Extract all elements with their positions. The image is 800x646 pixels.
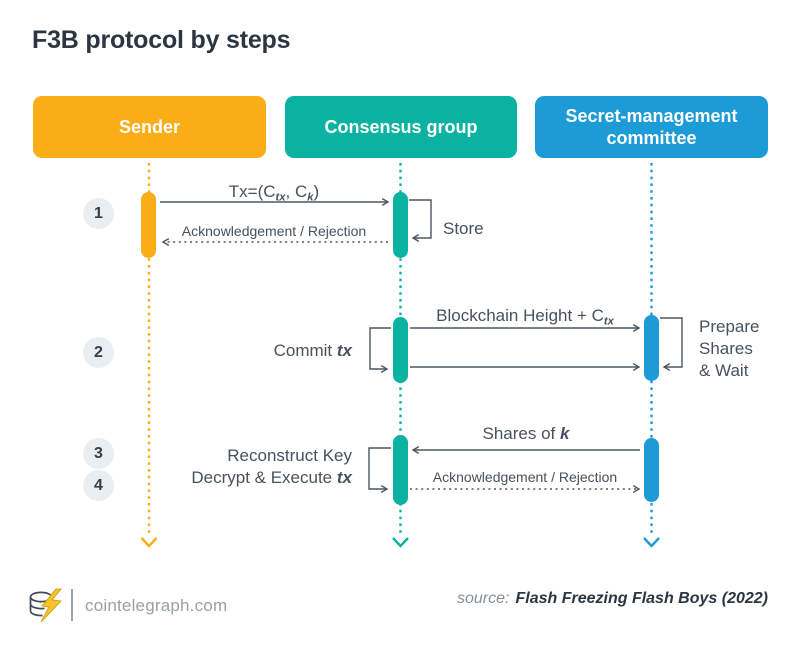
tx-subscript-k: k [307, 191, 314, 204]
message-label-shares-of-k: Shares of k [412, 424, 640, 444]
step-circle-1: 1 [83, 198, 114, 229]
step-circle-3: 3 [83, 438, 114, 469]
footer-divider [71, 589, 73, 621]
shares-text: Shares of [482, 424, 561, 443]
prepare-line-3: & Wait [699, 361, 749, 380]
blockchain-text: Blockchain Height + C [436, 306, 604, 325]
actor-box-secret-management-committee: Secret-management committee [535, 96, 768, 158]
blockchain-subscript-tx: tx [603, 315, 614, 328]
tx-text-mid: , C [285, 182, 308, 201]
activation-bar-consensus-step34 [393, 435, 408, 505]
actor-label-consensus-group: Consensus group [324, 116, 478, 137]
message-label-reconstruct: Reconstruct Key Decrypt & Execute tx [160, 445, 352, 489]
reconstruct-text: Decrypt & Execute [191, 468, 337, 487]
message-label-tx: Tx=(Ctx, Ck) [160, 182, 388, 204]
step-number-4: 4 [94, 476, 103, 494]
source-label: source: [457, 590, 510, 607]
actor-box-consensus-group: Consensus group [285, 96, 517, 158]
actor-box-sender: Sender [33, 96, 266, 158]
commit-text: Commit [273, 341, 337, 360]
shares-em-k: k [560, 424, 570, 443]
step-circle-2: 2 [83, 337, 114, 368]
reconstruct-line-2: Decrypt & Execute tx [160, 467, 352, 489]
consensus-lifeline-arrow-icon [392, 537, 409, 548]
commit-em-tx: tx [336, 341, 352, 360]
message-label-store: Store [443, 219, 484, 238]
prepare-self-loop [660, 317, 683, 372]
prepare-line-1: Prepare [699, 317, 760, 336]
source-attribution: source: Flash Freezing Flash Boys (2022) [457, 590, 768, 608]
activation-bar-committee-step34 [644, 438, 659, 502]
actor-label-secret-management-committee: Secret-management committee [565, 105, 738, 149]
committee-lifeline-arrow-icon [643, 537, 660, 548]
cointelegraph-logo-icon [29, 588, 63, 623]
message-label-ack-2: Acknowledgement / Rejection [432, 469, 618, 485]
commit-self-loop [369, 327, 391, 374]
reconstruct-self-loop [368, 447, 391, 494]
sender-lifeline-arrow-icon [140, 537, 158, 548]
step-number-1: 1 [94, 204, 103, 222]
source-work-title: Flash Freezing Flash Boys (2022) [515, 590, 768, 607]
step-circle-4: 4 [83, 470, 114, 501]
message-label-ack-1: Acknowledgement / Rejection [181, 223, 367, 239]
store-self-loop [409, 199, 432, 243]
activation-bar-consensus-step2 [393, 317, 408, 383]
message-label-blockchain-height: Blockchain Height + Ctx [410, 306, 640, 328]
activation-bar-consensus-step1 [393, 192, 408, 258]
activation-bar-sender-step1 [141, 192, 156, 258]
actor-label-sender: Sender [118, 116, 181, 137]
reconstruct-em-tx: tx [336, 468, 352, 487]
step-number-3: 3 [94, 444, 103, 462]
tx-subscript-tx: tx [275, 191, 286, 204]
activation-bar-committee-step2 [644, 315, 659, 381]
tx-text: Tx=(C [228, 182, 276, 201]
prepare-line-2: Shares [699, 339, 753, 358]
message-label-prepare-shares-wait: Prepare Shares & Wait [699, 316, 759, 382]
reconstruct-line-1: Reconstruct Key [227, 446, 352, 465]
footer-site-text: cointelegraph.com [85, 596, 228, 615]
message-label-commit: Commit tx [200, 341, 352, 361]
step-number-2: 2 [94, 343, 103, 361]
tx-text-post: ) [313, 182, 320, 201]
page-title: F3B protocol by steps [32, 26, 291, 54]
